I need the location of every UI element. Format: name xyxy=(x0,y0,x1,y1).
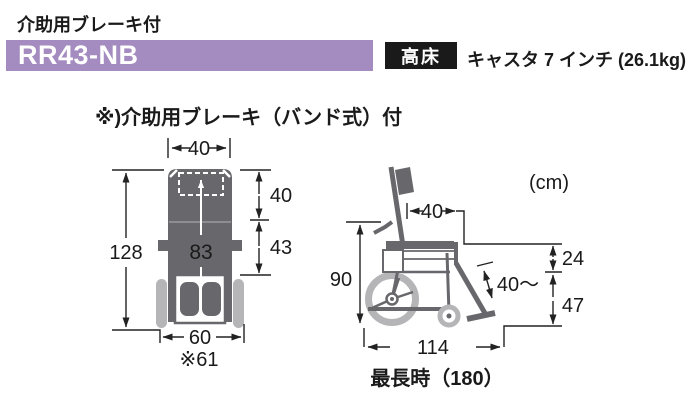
dim-max-length: 最長時（180） xyxy=(370,366,503,390)
product-subtitle: 介助用ブレーキ付 xyxy=(17,15,161,35)
dim-handle-height: 90 xyxy=(330,269,352,291)
dim-legrest-length: 40～ xyxy=(497,274,539,296)
rear-left-wheel xyxy=(156,279,167,328)
wheel-axle xyxy=(390,297,394,301)
headrest-side xyxy=(395,167,414,195)
side-view-drawing xyxy=(365,166,496,328)
push-handle xyxy=(373,220,394,235)
floor-type-badge: 高床 xyxy=(385,42,457,69)
rear-right-wheel xyxy=(233,279,244,328)
dim-overall-length: 114 xyxy=(417,337,449,359)
backrest-pole xyxy=(388,166,406,247)
corner-notch-right xyxy=(222,169,231,178)
corner-notch-left xyxy=(169,169,178,178)
caster-fork xyxy=(445,252,451,314)
rear-view-dimensions: 40 128 40 43 60 ※61 xyxy=(109,138,292,371)
model-number: RR43-NB xyxy=(18,40,139,70)
legrest-bar xyxy=(453,261,489,317)
dim-top-width: 40 xyxy=(188,138,210,160)
cushion-right xyxy=(202,282,221,316)
brake-note: ※)介助用ブレーキ（バンド式）付 xyxy=(95,107,403,129)
dim-seat-height: 47 xyxy=(562,295,584,317)
model-banner: RR43-NB xyxy=(6,40,373,71)
dim-wheel-track: 60 xyxy=(189,327,211,349)
armrest-tab-right xyxy=(232,240,242,251)
rear-view-drawing: 83 xyxy=(156,169,244,328)
caster-hub xyxy=(446,313,452,319)
footplate xyxy=(466,310,496,322)
dim-seat-to-armrest: 24 xyxy=(562,248,584,270)
dim-backrest-center: 83 xyxy=(189,241,212,264)
dim-upper-section: 40 xyxy=(270,185,292,207)
side-panel xyxy=(382,249,404,273)
dim-overall-height: 128 xyxy=(109,242,142,264)
dimension-drawing: 83 40 128 40 43 60 xyxy=(109,138,584,390)
cushion-left xyxy=(180,282,199,316)
dim-wheel-track-note: ※61 xyxy=(179,349,218,371)
armrest-side xyxy=(386,241,454,249)
dim-lower-section: 43 xyxy=(270,237,292,259)
unit-label: (cm) xyxy=(529,172,569,194)
armrest-tab-left xyxy=(158,240,168,251)
caster-spec: キャスタ 7 インチ (26.1kg) xyxy=(467,50,687,70)
side-view-dimensions: (cm) 40 90 40～ 24 47 114 xyxy=(330,172,584,390)
dim-seat-depth: 40 xyxy=(421,201,443,223)
side-rear-wheel xyxy=(365,272,419,326)
